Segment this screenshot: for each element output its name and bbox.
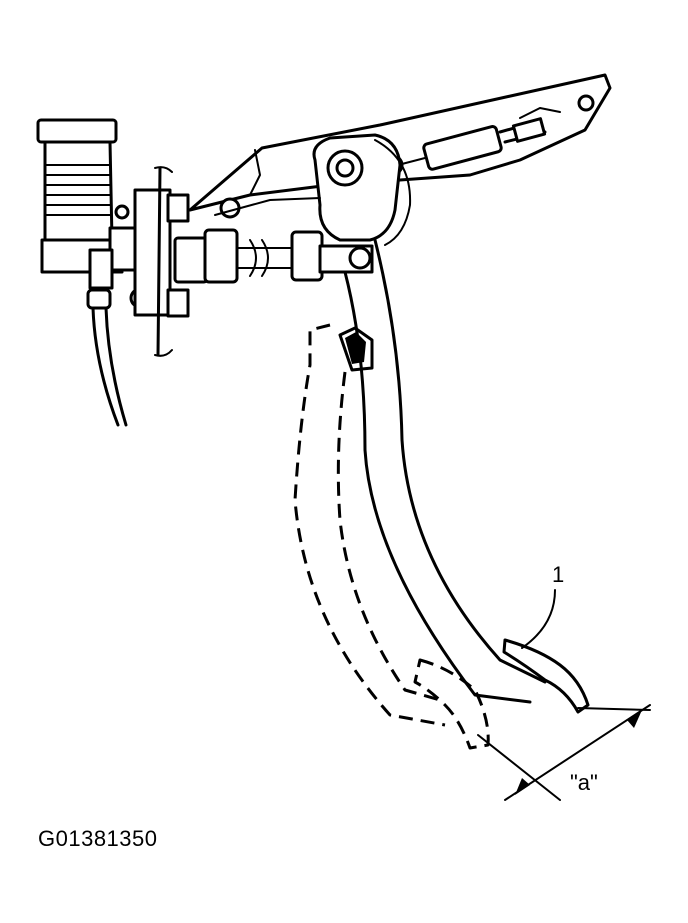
callout-number-1: 1 bbox=[552, 562, 564, 587]
master-cylinder-body bbox=[88, 166, 190, 357]
push-rod bbox=[173, 228, 374, 284]
pedal-pivot bbox=[214, 133, 412, 246]
figure-code: G01381350 bbox=[38, 826, 158, 851]
dimension-a: "a" bbox=[477, 704, 651, 801]
pedal-arm-depressed bbox=[293, 323, 490, 750]
callout-leader: 1 bbox=[521, 562, 564, 649]
dimension-label-a: "a" bbox=[570, 770, 598, 795]
mounting-bracket bbox=[188, 73, 612, 212]
pedal-arm-rest bbox=[343, 238, 590, 714]
hydraulic-line bbox=[86, 288, 128, 427]
